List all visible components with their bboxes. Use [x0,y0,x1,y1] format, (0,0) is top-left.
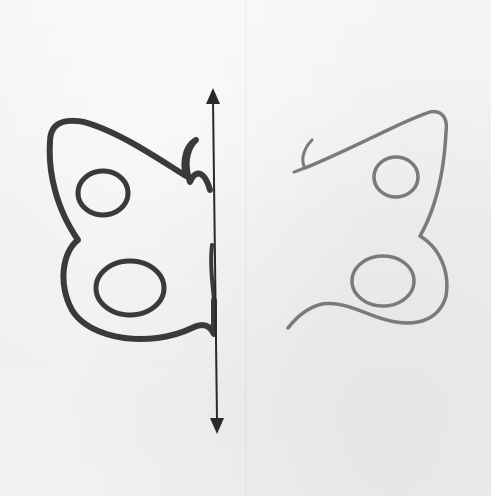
left-half-butterfly [50,121,214,339]
arrowhead-bottom-icon [210,418,224,434]
arrowhead-top-icon [206,88,220,104]
left-upper-spot [78,171,128,215]
symmetry-axis-arrow [206,88,224,434]
right-upper-spot [374,157,418,197]
axis-line [213,100,217,420]
left-wing-outline [50,121,214,339]
right-wing-outline [288,112,447,328]
left-lower-spot [96,261,164,315]
right-lower-spot [352,256,414,306]
right-half-butterfly [288,112,447,328]
left-wing-lower-join [211,245,214,300]
